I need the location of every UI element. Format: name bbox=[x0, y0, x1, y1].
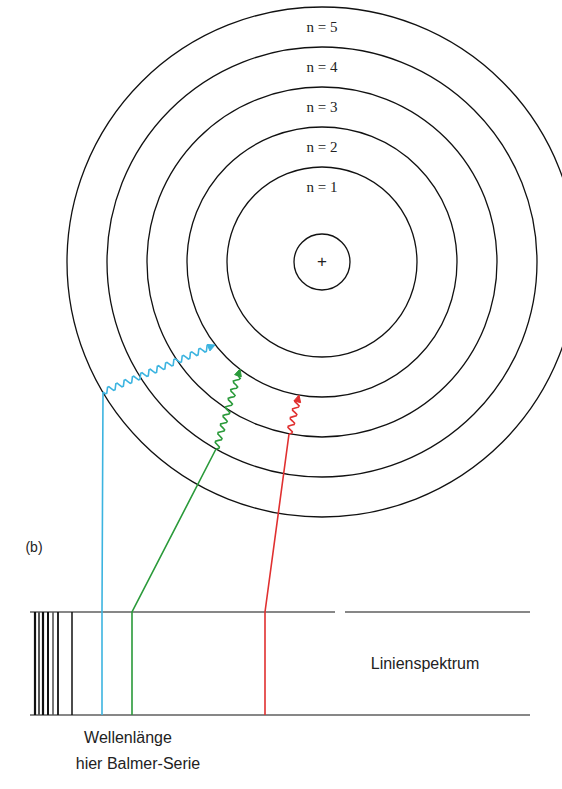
spectrum-border bbox=[345, 611, 530, 612]
photon-wave bbox=[288, 400, 299, 434]
green-spectral-line bbox=[132, 449, 216, 715]
orbit-circle bbox=[187, 127, 457, 397]
photon-wave bbox=[215, 374, 240, 449]
orbit-label: n = 2 bbox=[307, 139, 338, 156]
orbit-circle bbox=[67, 7, 562, 517]
spectral-line bbox=[71, 612, 73, 715]
spectrum-label: Linienspektrum bbox=[371, 655, 480, 673]
panel-letter: (b) bbox=[25, 540, 42, 555]
nucleus-circle bbox=[294, 234, 350, 290]
orbit-circle bbox=[147, 87, 497, 437]
spectrum-border bbox=[30, 611, 335, 612]
nucleus-charge: + bbox=[317, 253, 327, 272]
orbit-label: n = 1 bbox=[307, 179, 338, 196]
orbit-label: n = 4 bbox=[307, 59, 338, 76]
spectral-line bbox=[57, 612, 59, 715]
blue-spectral-line bbox=[102, 392, 103, 715]
photon-arrowhead bbox=[207, 344, 215, 350]
series-note: hier Balmer-Serie bbox=[76, 755, 200, 773]
photon-arrowhead bbox=[294, 395, 301, 403]
spectral-line bbox=[47, 612, 49, 715]
orbit-circle bbox=[107, 47, 537, 477]
spectral-line bbox=[42, 612, 44, 715]
orbit-label: n = 5 bbox=[307, 19, 338, 36]
photon-arrowhead bbox=[235, 369, 242, 377]
spectral-line bbox=[38, 612, 40, 715]
spectral-line bbox=[52, 612, 54, 715]
photon-wave bbox=[103, 345, 208, 394]
red-spectral-line bbox=[265, 434, 289, 715]
axis-label: Wellenlänge bbox=[84, 729, 172, 747]
spectral-line bbox=[34, 612, 36, 715]
orbit-label: n = 3 bbox=[307, 99, 338, 116]
spectrum-border bbox=[30, 714, 530, 715]
orbit-circle bbox=[227, 167, 417, 357]
